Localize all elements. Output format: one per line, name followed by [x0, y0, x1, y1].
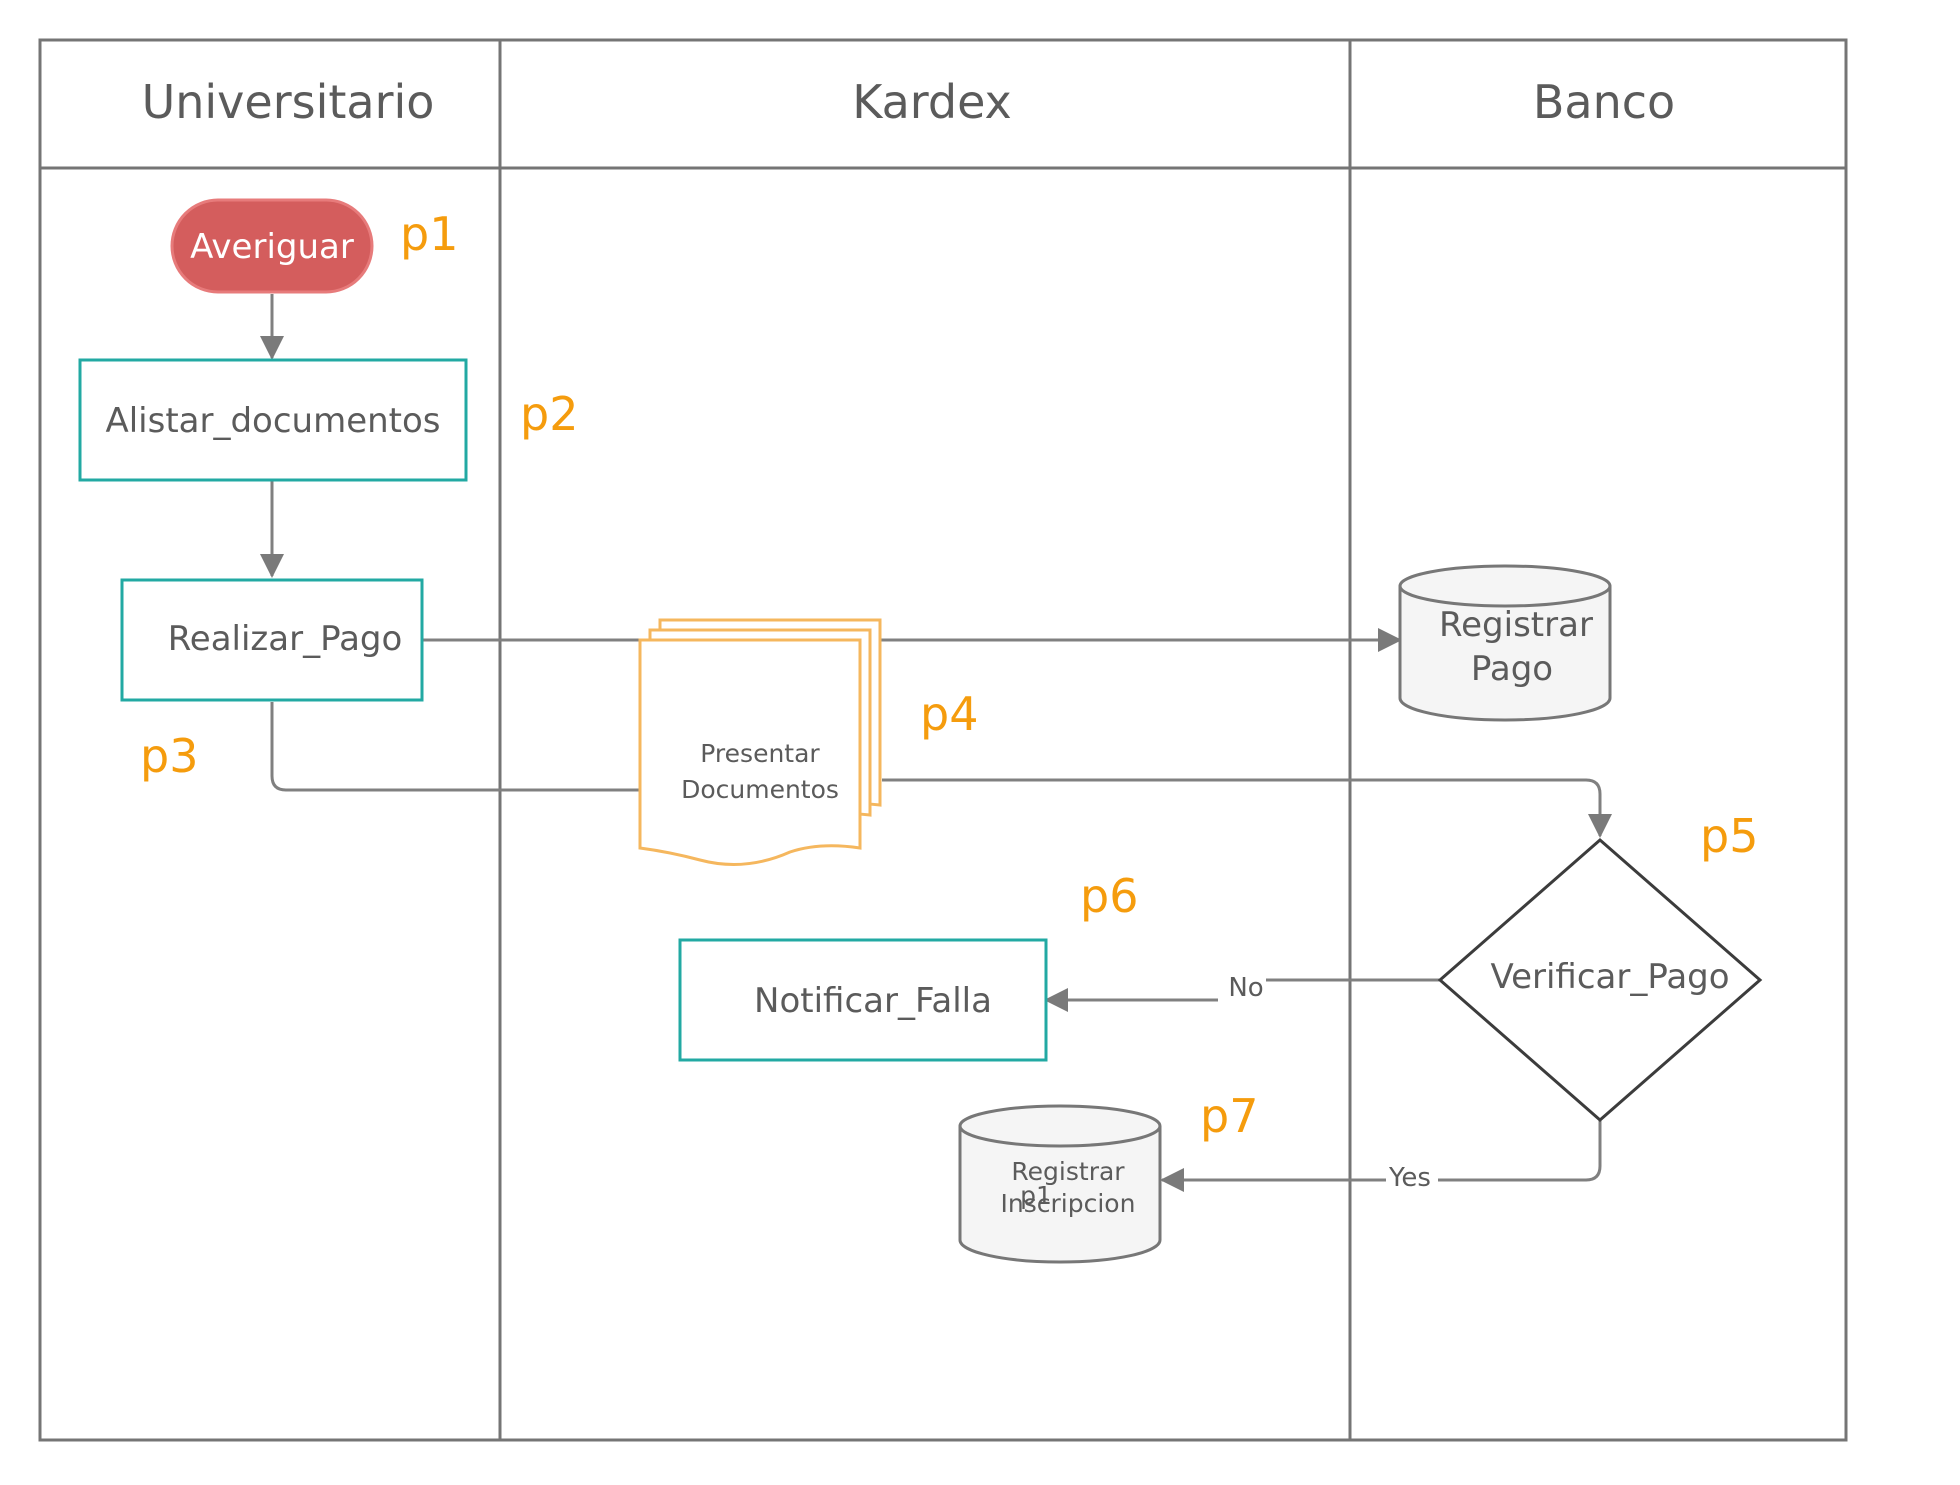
node-presentar-documentos-label-2: Documentos [681, 775, 839, 804]
edge-label-yes: Yes [1388, 1163, 1431, 1193]
lane-title-banco: Banco [1533, 75, 1675, 129]
node-registrar-inscripcion-overlay: p1 [1020, 1181, 1052, 1210]
edge-realizar-presentar [270, 702, 640, 792]
node-registrar-inscripcion-label-1: Registrar [1011, 1157, 1125, 1186]
node-notificar-falla-label: Notificar_Falla [754, 981, 992, 1021]
node-alistar-documentos-label: Alistar_documentos [105, 401, 440, 441]
node-registrar-inscripcion-label-2: Inscripcion [1001, 1189, 1136, 1218]
node-registrar-inscripcion[interactable]: Registrar Inscripcion p1 [958, 1104, 1162, 1264]
node-registrar-pago-label-2: Pago [1471, 649, 1553, 689]
lane-title-universitario: Universitario [142, 75, 435, 129]
node-verificar-pago[interactable]: Verificar_Pago [1437, 838, 1763, 1122]
node-averiguar-label: Averiguar [190, 227, 354, 267]
node-registrar-pago[interactable]: Registrar Pago [1398, 564, 1612, 722]
step-label-p1: p1 [400, 207, 458, 261]
node-notificar-falla[interactable]: Notificar_Falla [678, 938, 1048, 1062]
edge-presentar-verificar [882, 778, 1612, 838]
node-presentar-documentos[interactable]: Presentar Documentos [638, 618, 882, 866]
node-presentar-documentos-label-1: Presentar [700, 739, 820, 768]
swimlane-frame [38, 38, 1848, 1442]
step-label-p4: p4 [920, 687, 978, 741]
node-realizar-pago[interactable]: Realizar_Pago [120, 578, 424, 702]
step-label-p2: p2 [520, 387, 578, 441]
lane-title-kardex: Kardex [852, 75, 1012, 129]
node-alistar-documentos[interactable]: Alistar_documentos [78, 358, 468, 482]
node-registrar-pago-label-1: Registrar [1439, 605, 1593, 645]
step-label-p6: p6 [1080, 869, 1138, 923]
step-label-p5: p5 [1700, 809, 1758, 863]
node-verificar-pago-label: Verificar_Pago [1490, 957, 1729, 997]
step-label-p7: p7 [1200, 1089, 1258, 1143]
node-realizar-pago-label: Realizar_Pago [168, 619, 403, 659]
edge-label-no: No [1228, 973, 1263, 1003]
connectors [260, 294, 1612, 1192]
node-averiguar[interactable]: Averiguar [170, 198, 374, 294]
edge-verificar-yes [1438, 1120, 1602, 1182]
step-label-p3: p3 [140, 729, 198, 783]
